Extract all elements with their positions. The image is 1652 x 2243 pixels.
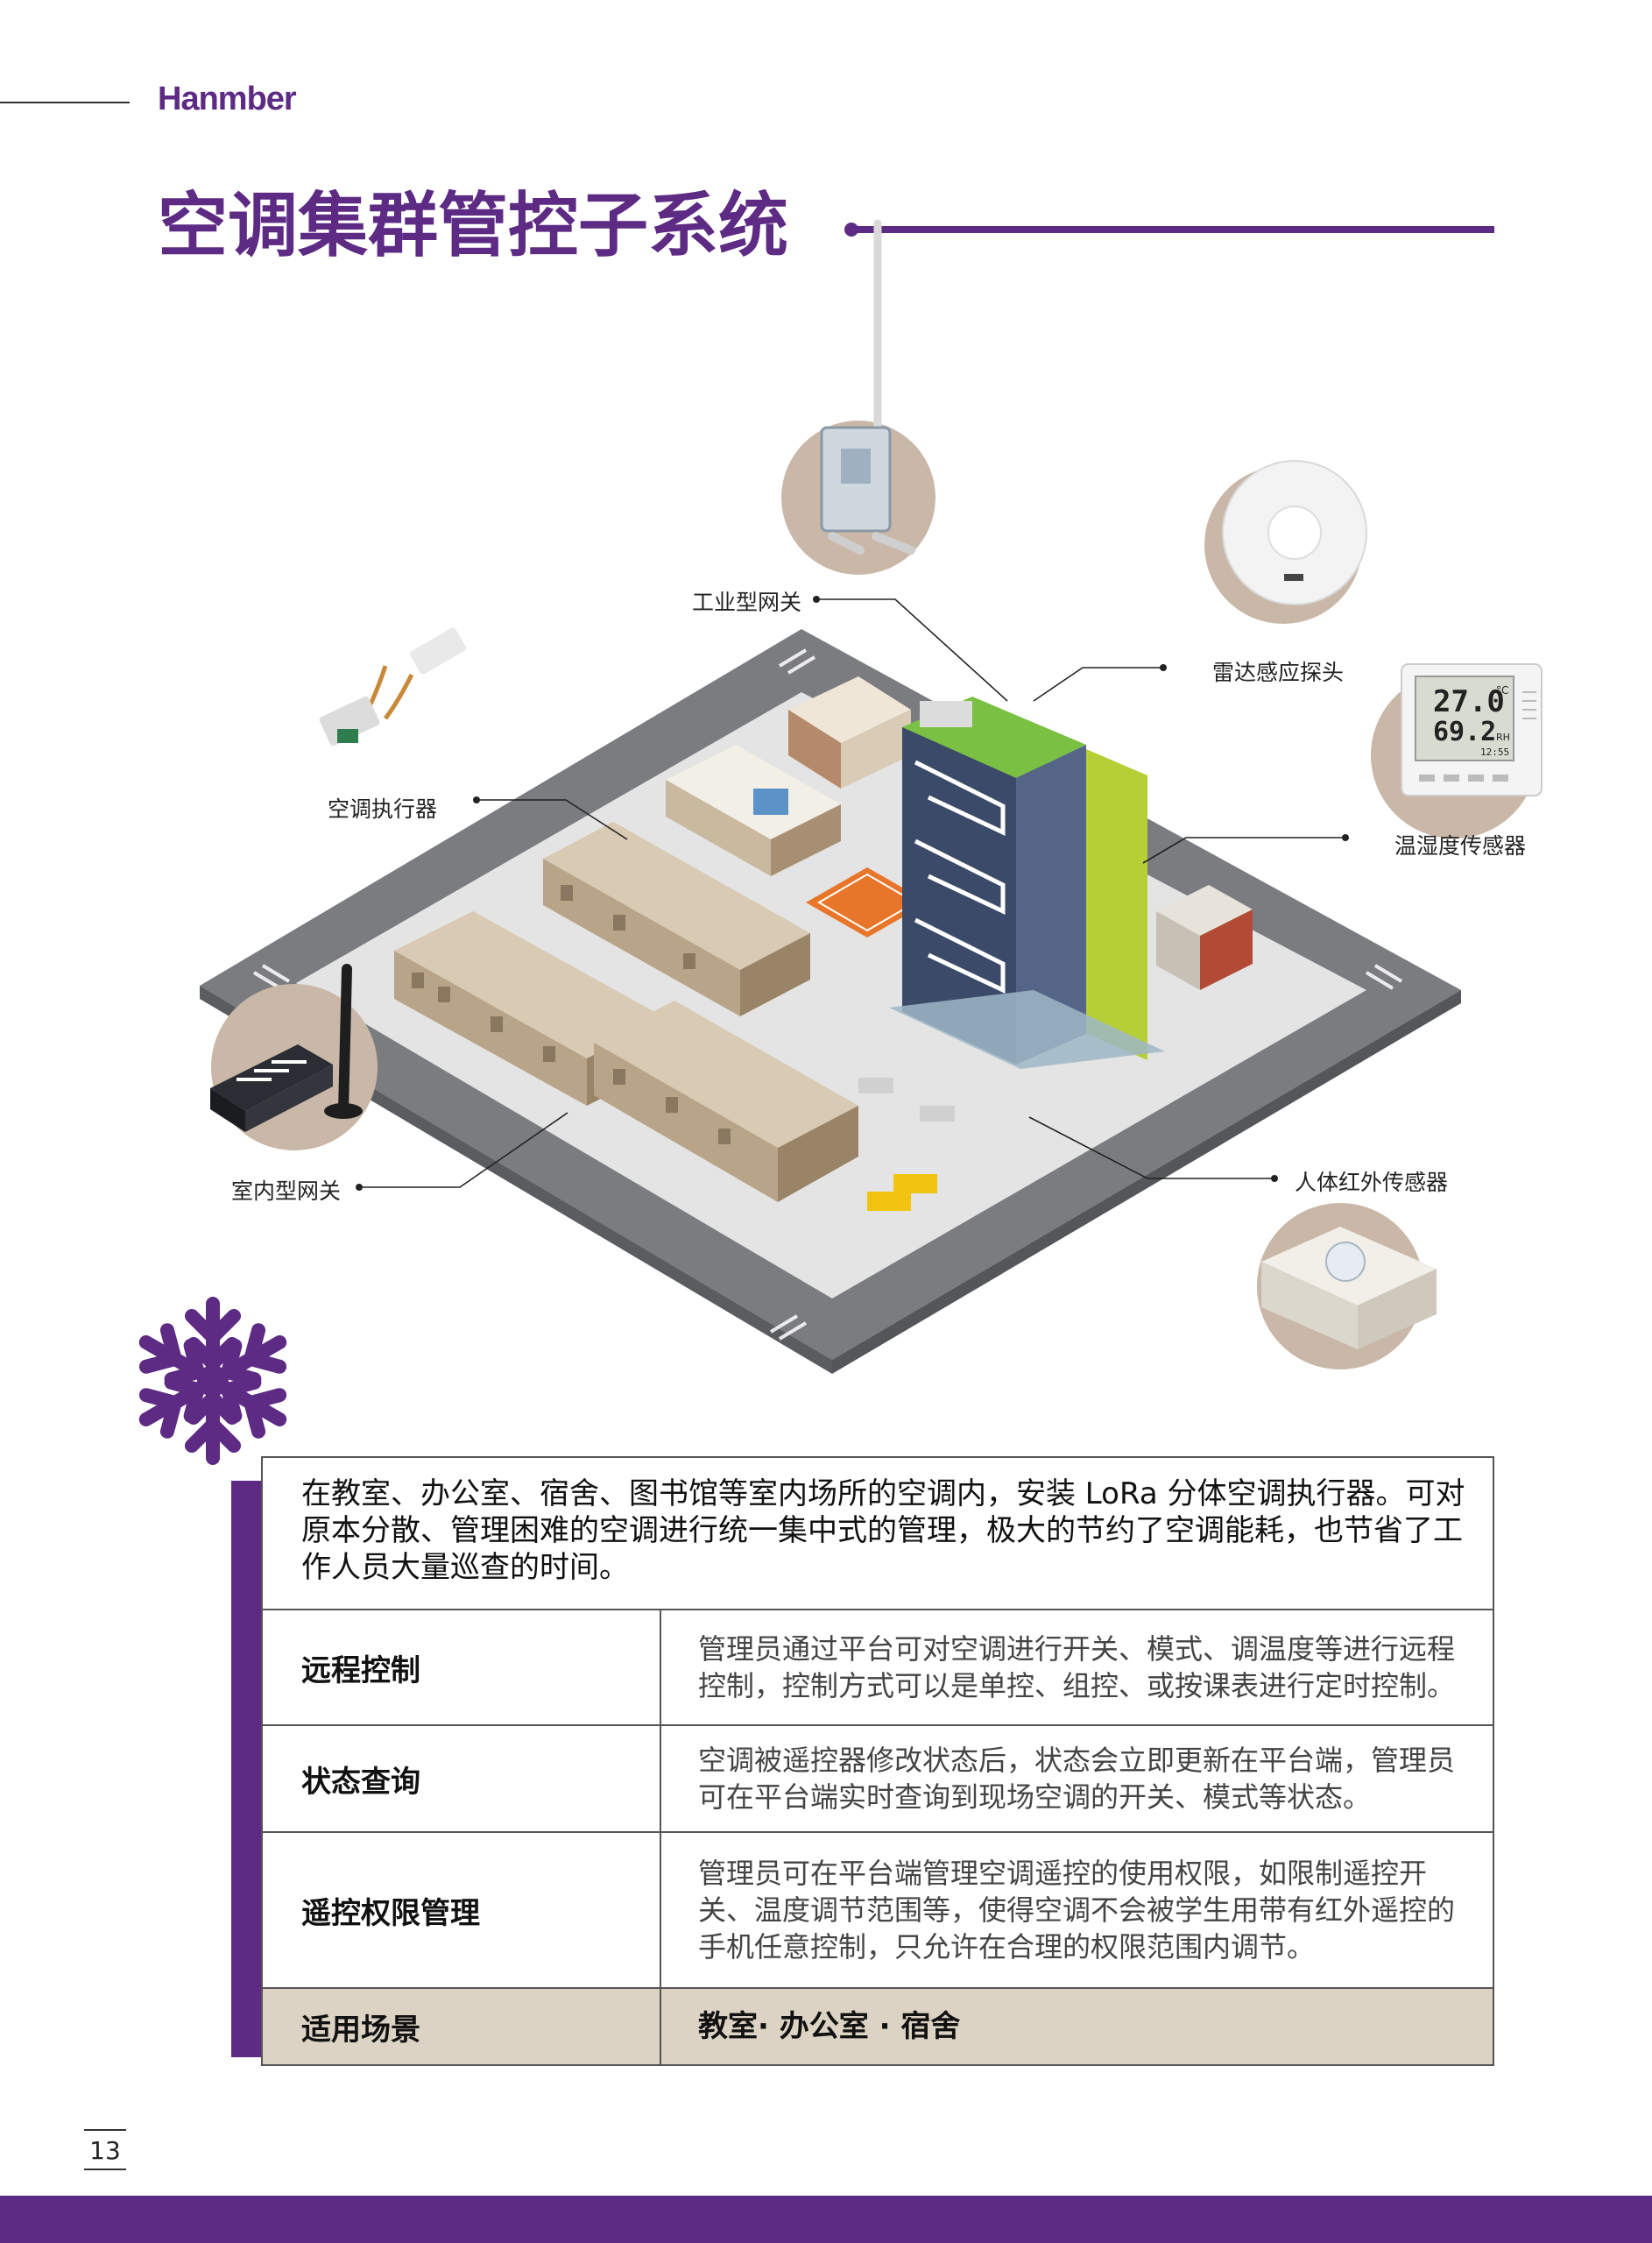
- indoor-gateway-device: [210, 964, 378, 1150]
- feature-key: 遥控权限管理: [261, 1831, 661, 1989]
- table-row: 遥控权限管理 管理员可在平台端管理空调遥控的使用权限，如限制遥控开关、温度调节范…: [261, 1831, 1494, 1989]
- vehicles: [858, 1078, 955, 1211]
- feature-value: 空调被遥控器修改状态后，状态会立即更新在平台端，管理员可在平台端实时查询到现场空…: [660, 1724, 1494, 1833]
- basketball-court: [806, 867, 928, 938]
- label-industrial-gateway: 工业型网关: [692, 590, 802, 615]
- office-tower: [889, 697, 1165, 1069]
- accent-bar: [231, 1481, 261, 2057]
- label-th-sensor: 温湿度传感器: [1394, 833, 1527, 859]
- label-pir-sensor: 人体红外传感器: [1295, 1170, 1449, 1195]
- table-row: 远程控制 管理员通过平台可对空调进行开关、模式、调温度等进行远程控制，控制方式可…: [261, 1609, 1494, 1726]
- table-row: 状态查询 空调被遥控器修改状态后，状态会立即更新在平台端，管理员可在平台端实时查…: [261, 1724, 1494, 1833]
- scene-key: 适用场景: [261, 1987, 661, 2066]
- scene-row: 适用场景 教室· 办公室 · 宿舍: [261, 1987, 1494, 2066]
- campus-ground: [296, 692, 1366, 1298]
- intro-text: 在教室、办公室、宿舍、图书馆等室内场所的空调内，安装 LoRa 分体空调执行器。…: [301, 1476, 1465, 1585]
- intro-box: 在教室、办公室、宿舍、图书馆等室内场所的空调内，安装 LoRa 分体空调执行器。…: [261, 1456, 1494, 1609]
- ac-actuator-device: [319, 627, 467, 746]
- page-number: 13: [84, 2129, 126, 2170]
- th-sensor-device: 27.0 °C 69.2 RH 12:55: [1371, 663, 1543, 838]
- th-temp-reading: 27.0: [1433, 684, 1505, 719]
- th-time-reading: 12:55: [1480, 746, 1509, 758]
- classroom-block-1: [543, 822, 810, 1016]
- label-indoor-gateway: 室内型网关: [231, 1178, 342, 1204]
- title-rule-dot: [844, 223, 858, 237]
- snowflake-icon: [121, 1297, 305, 1468]
- feature-key: 状态查询: [261, 1724, 661, 1833]
- feature-value: 管理员可在平台端管理空调遥控的使用权限，如限制遥控开关、温度调节范围等，使得空调…: [660, 1831, 1494, 1989]
- scene-value: 教室· 办公室 · 宿舍: [660, 1987, 1494, 2066]
- label-ac-actuator: 空调执行器: [328, 796, 438, 822]
- callout-lines: [359, 598, 1345, 1188]
- header-rule: [0, 102, 130, 103]
- title-rule: [851, 226, 1494, 233]
- label-radar-probe: 雷达感应探头: [1212, 660, 1345, 685]
- building-back-1: [788, 676, 911, 789]
- radar-probe-device: [1204, 460, 1367, 624]
- campus-illustration: 27.0 °C 69.2 RH 12:55: [200, 219, 1543, 1374]
- callout-dots: [356, 596, 1349, 1191]
- th-temp-unit: °C: [1496, 684, 1508, 697]
- industrial-gateway-device: [781, 219, 935, 575]
- feature-value: 管理员通过平台可对空调进行开关、模式、调温度等进行远程控制，控制方式可以是单控、…: [660, 1609, 1494, 1726]
- pir-sensor-device: [1257, 1203, 1437, 1369]
- building-back-2: [666, 745, 841, 876]
- building-right: [1156, 885, 1253, 990]
- feature-table: 远程控制 管理员通过平台可对空调进行开关、模式、调温度等进行远程控制，控制方式可…: [261, 1609, 1494, 2066]
- footer-band: [0, 2196, 1652, 2243]
- th-humidity-reading: 69.2: [1433, 717, 1496, 747]
- feature-key: 远程控制: [261, 1609, 661, 1726]
- classroom-block-3: [594, 1001, 858, 1202]
- th-humidity-unit: RH: [1496, 732, 1510, 743]
- brand-logo: Hanmber: [158, 81, 297, 117]
- page-title: 空调集群管控子系统: [158, 185, 788, 266]
